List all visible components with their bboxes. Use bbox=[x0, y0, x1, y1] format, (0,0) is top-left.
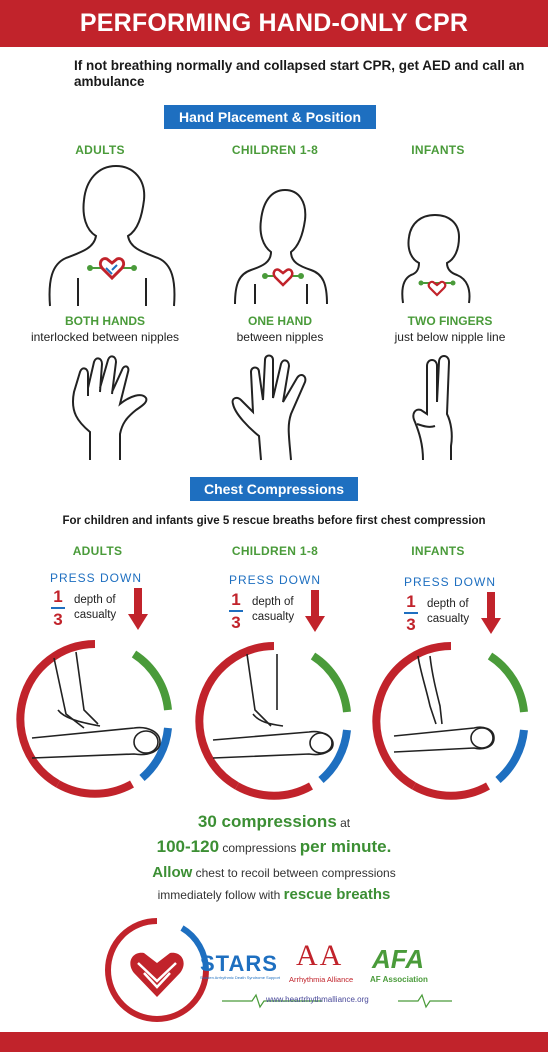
intro-text: If not breathing normally and collapsed … bbox=[74, 58, 525, 89]
two-fingers-icon bbox=[405, 352, 475, 462]
header-banner bbox=[0, 0, 548, 47]
aa-logo-letters: AA bbox=[296, 939, 344, 972]
heartbeat-line-icon bbox=[222, 990, 452, 1012]
stars-logo-ring bbox=[102, 915, 212, 1025]
section-hand-placement: Hand Placement & Position bbox=[164, 105, 376, 129]
category-children: CHILDREN 1-8 bbox=[231, 143, 319, 157]
adult-compression-illustration bbox=[14, 638, 176, 800]
stars-logo-sub: Sudden Arrhythmic Death Syndrome Support bbox=[200, 975, 281, 980]
compression-category-children: CHILDREN 1-8 bbox=[231, 544, 319, 558]
fraction-denominator-children: 3 bbox=[231, 613, 241, 632]
fraction-numerator-adults: 1 bbox=[53, 587, 63, 606]
hand-desc-two-fingers: just below nipple line bbox=[394, 330, 506, 344]
fraction-denominator-adults: 3 bbox=[53, 610, 63, 629]
stat-line-recoil: Allow chest to recoil between compressio… bbox=[152, 864, 396, 881]
stat-line-rate: 100-120 compressions per minute. bbox=[156, 837, 392, 856]
infant-torso-illustration bbox=[395, 205, 481, 305]
page-title: PERFORMING HAND-ONLY CPR bbox=[79, 9, 469, 37]
fraction-numerator-children: 1 bbox=[231, 590, 241, 609]
afa-logo-letters: AFA bbox=[372, 944, 424, 974]
one-hand-icon bbox=[225, 352, 325, 462]
hand-title-one-hand: ONE HAND bbox=[247, 314, 312, 328]
down-arrow-icon-adults bbox=[128, 588, 148, 632]
category-adults: ADULTS bbox=[75, 143, 125, 157]
section-chest-compressions: Chest Compressions bbox=[190, 477, 358, 501]
fraction-line-adults bbox=[51, 607, 65, 609]
fraction-line-children bbox=[229, 610, 243, 612]
stars-logo-text: STARS bbox=[200, 951, 278, 976]
both-hands-icon bbox=[60, 352, 160, 462]
compression-category-infants: INFANTS bbox=[411, 544, 465, 558]
child-compression-illustration bbox=[193, 640, 355, 802]
adult-torso-illustration bbox=[30, 160, 190, 308]
hand-title-two-fingers: TWO FINGERS bbox=[407, 314, 493, 328]
press-down-label-children: PRESS DOWN bbox=[229, 573, 322, 587]
stat-line-rescue: immediately follow with rescue breaths bbox=[157, 886, 391, 903]
hand-desc-both-hands: interlocked between nipples bbox=[30, 330, 180, 344]
category-infants: INFANTS bbox=[411, 143, 465, 157]
fraction-numerator-infants: 1 bbox=[406, 592, 416, 611]
stat-line-compressions: 30 compressions at bbox=[197, 812, 351, 831]
down-arrow-icon-infants bbox=[481, 592, 501, 636]
hand-title-both-hands: BOTH HANDS bbox=[65, 314, 145, 328]
press-down-label-adults: PRESS DOWN bbox=[50, 571, 143, 585]
infant-compression-illustration bbox=[370, 640, 532, 802]
down-arrow-icon-children bbox=[305, 590, 325, 634]
fraction-denominator-infants: 3 bbox=[406, 615, 416, 634]
fraction-line-infants bbox=[404, 612, 418, 614]
footer-bar bbox=[0, 1032, 548, 1052]
compression-category-adults: ADULTS bbox=[72, 544, 123, 558]
afa-logo-name: AF Association bbox=[370, 975, 428, 984]
website-url[interactable]: www.heartrhythmalliance.org bbox=[266, 995, 369, 1004]
aa-logo-name: Arrhythmia Alliance bbox=[289, 975, 354, 984]
child-torso-illustration bbox=[225, 180, 335, 306]
rescue-breaths-note: For children and infants give 5 rescue b… bbox=[62, 515, 486, 527]
press-down-label-infants: PRESS DOWN bbox=[404, 575, 497, 589]
hand-desc-one-hand: between nipples bbox=[236, 330, 324, 344]
